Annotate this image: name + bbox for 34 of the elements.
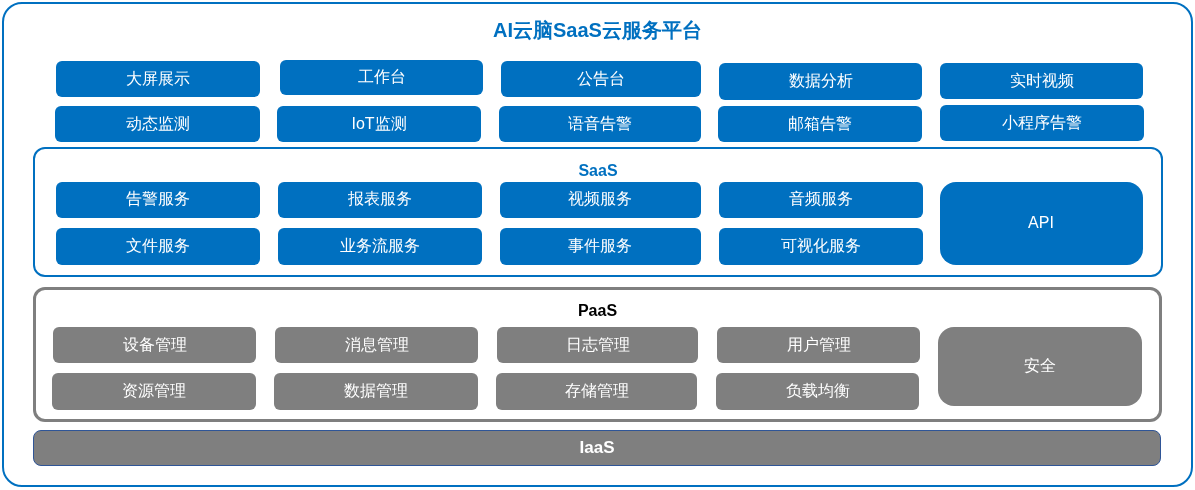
module-box: 语音告警	[499, 106, 701, 142]
module-box: 实时视频	[940, 63, 1143, 99]
module-box: 事件服务	[499, 227, 701, 265]
layer-bar: IaaS	[33, 430, 1161, 466]
module-box: 日志管理	[497, 327, 698, 363]
platform-title: AI云脑SaaS云服务平台	[493, 18, 702, 42]
module-box: 邮箱告警	[718, 106, 922, 142]
module-box: 音频服务	[718, 181, 923, 218]
module-box: 存储管理	[496, 373, 697, 410]
module-box: 告警服务	[55, 181, 260, 218]
module-box: 大屏展示	[56, 61, 260, 97]
module-box: 安全	[938, 327, 1142, 406]
module-box: 可视化服务	[718, 227, 923, 265]
module-box: 视频服务	[499, 181, 701, 218]
layer-title: SaaS	[578, 161, 618, 181]
module-box: 数据管理	[274, 373, 478, 410]
module-box: 数据分析	[719, 63, 922, 100]
module-box: API	[939, 181, 1143, 265]
module-box: 用户管理	[717, 327, 920, 363]
layer-title: PaaS	[577, 301, 618, 321]
module-box: 消息管理	[275, 327, 478, 363]
layer-panel	[33, 147, 1163, 277]
module-box: 资源管理	[52, 373, 256, 410]
module-box: 文件服务	[55, 227, 260, 265]
module-box: 负载均衡	[716, 373, 919, 410]
module-box: 小程序告警	[940, 105, 1144, 141]
module-box: 报表服务	[277, 181, 482, 218]
module-box: 设备管理	[53, 327, 256, 363]
module-box: IoT监测	[277, 106, 481, 142]
module-box: 业务流服务	[277, 227, 482, 265]
module-box: 动态监测	[55, 106, 260, 142]
layer-panel	[33, 287, 1162, 422]
module-box: 工作台	[280, 60, 483, 95]
module-box: 公告台	[501, 61, 701, 97]
